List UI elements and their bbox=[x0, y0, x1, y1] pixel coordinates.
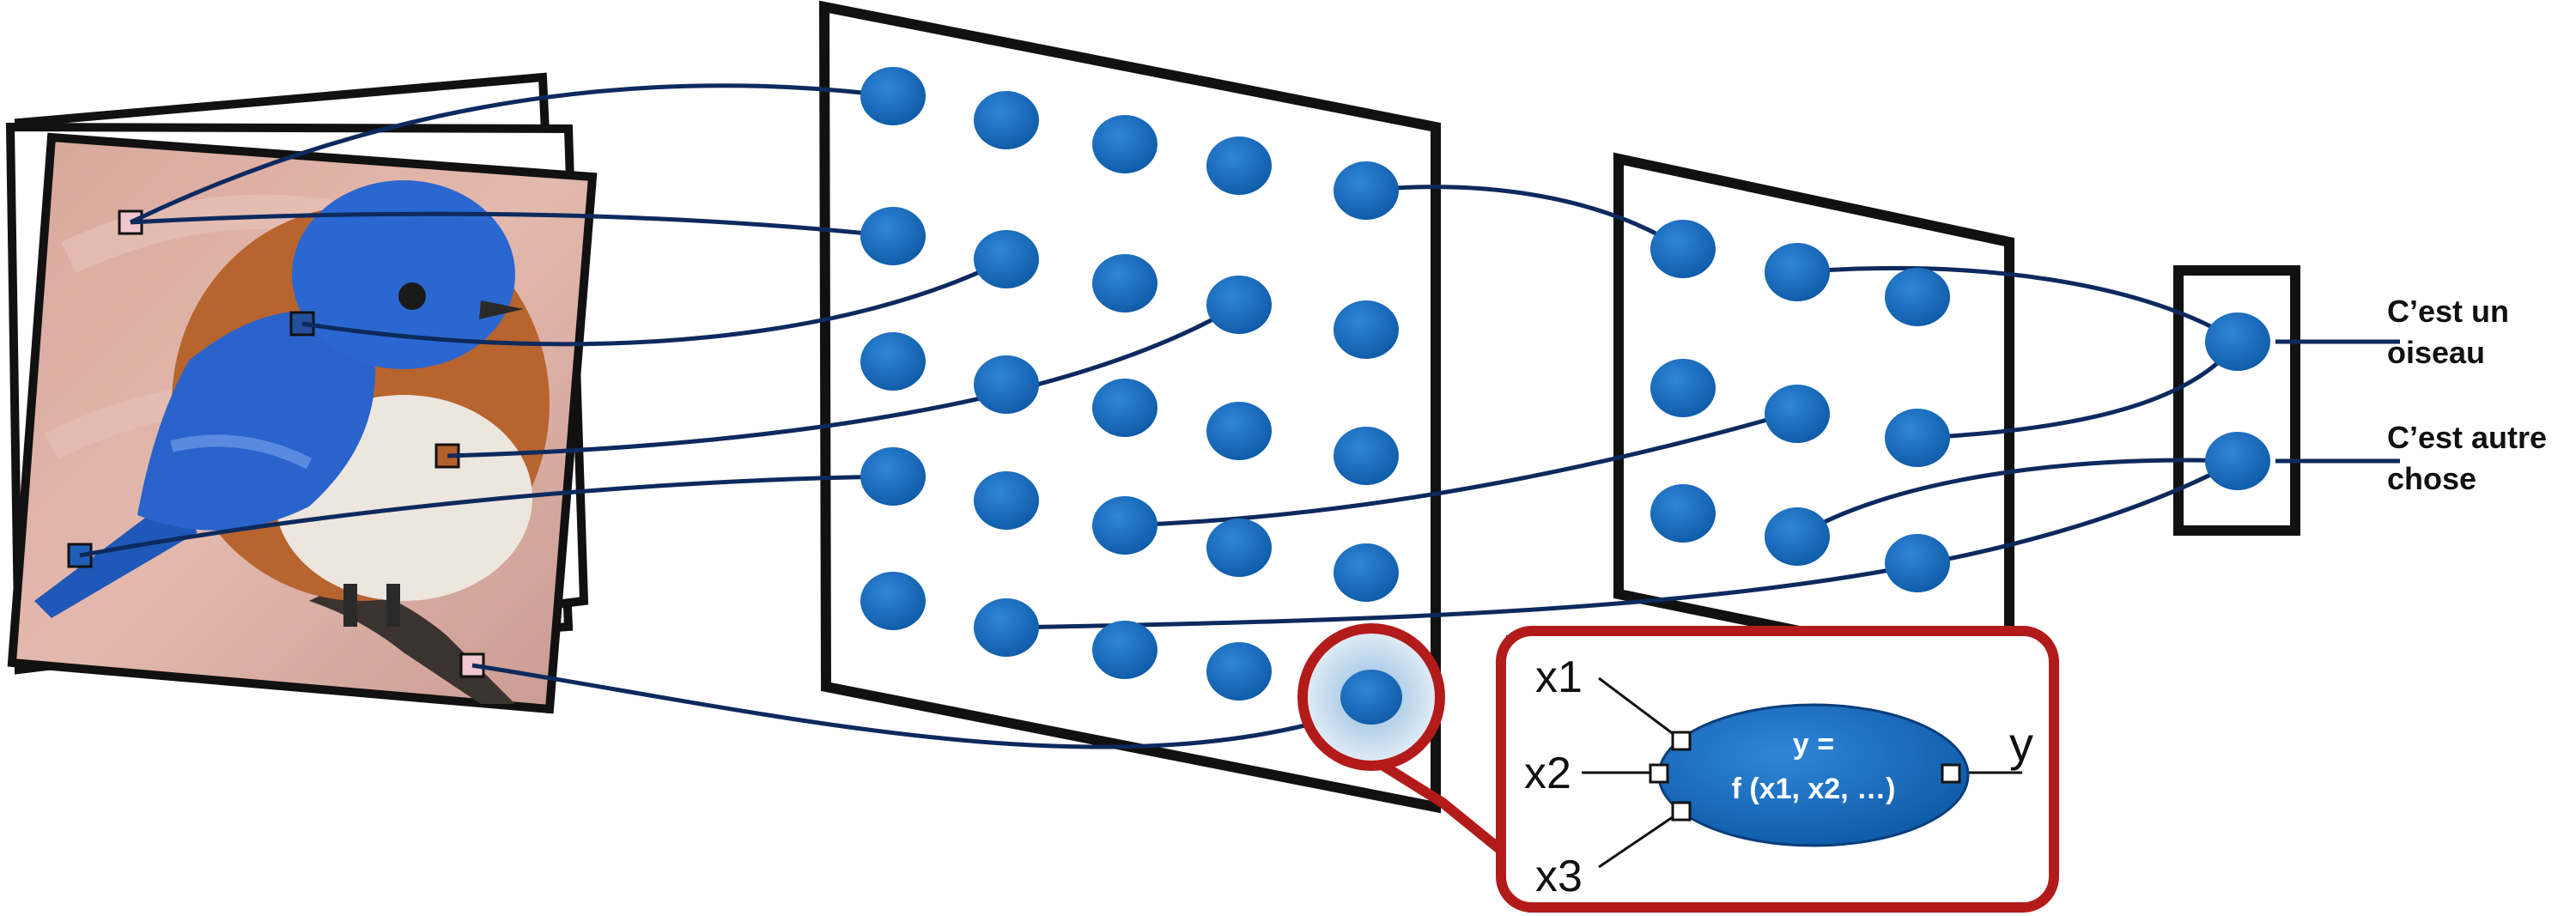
output-layer-frame bbox=[2173, 265, 2300, 536]
function-line-1: y = bbox=[1793, 728, 1834, 761]
neuron bbox=[974, 355, 1039, 414]
neuron bbox=[1885, 534, 1950, 592]
neuron bbox=[1334, 543, 1399, 602]
function-line-2: f (x1, x2, …) bbox=[1732, 773, 1896, 805]
neuron bbox=[1885, 409, 1950, 467]
neuron bbox=[1206, 519, 1272, 577]
neuron bbox=[974, 230, 1039, 288]
input-image-stack bbox=[5, 72, 598, 714]
neuron bbox=[1206, 276, 1272, 334]
layer-2-neurons bbox=[1650, 220, 1950, 592]
neuron bbox=[1334, 300, 1399, 359]
neuron bbox=[974, 471, 1039, 530]
neuron bbox=[1765, 507, 1830, 566]
neuron bbox=[860, 447, 926, 506]
layer-1-neurons bbox=[860, 67, 1399, 701]
neuron bbox=[1206, 642, 1272, 701]
output-neurons bbox=[2205, 312, 2270, 490]
input-x3: x3 bbox=[1535, 852, 1583, 901]
neuron bbox=[1650, 220, 1716, 278]
neuron bbox=[1206, 402, 1272, 460]
neuron bbox=[1334, 427, 1399, 485]
input-x2: x2 bbox=[1524, 749, 1571, 798]
input-port bbox=[1671, 731, 1692, 751]
neuron bbox=[860, 67, 926, 125]
neuron bbox=[1765, 385, 1830, 443]
output-port bbox=[1941, 763, 1961, 784]
zoomed-neuron bbox=[1340, 670, 1402, 725]
neuron bbox=[1650, 484, 1716, 543]
output-y: y bbox=[2009, 717, 2033, 771]
neuron bbox=[860, 572, 926, 630]
neuron-zoom-callout: x1 x2 x3 y y = f (x1, x2, …) bbox=[1297, 623, 2059, 913]
output-label-2-line2: chose bbox=[2387, 461, 2476, 496]
bird-photo bbox=[7, 132, 598, 714]
connections bbox=[79, 83, 2400, 749]
neuron bbox=[974, 91, 1039, 149]
neuron bbox=[1092, 496, 1157, 555]
neuron bbox=[1092, 115, 1157, 173]
neuron bbox=[974, 598, 1039, 657]
output-labels: C’est un oiseau C’est autre chose bbox=[2387, 294, 2547, 496]
neuron bbox=[1206, 136, 1272, 195]
neuron bbox=[1092, 379, 1157, 437]
neuron bbox=[860, 332, 926, 391]
neuron bbox=[1092, 621, 1157, 679]
neuron bbox=[1765, 243, 1830, 301]
neuron bbox=[860, 207, 926, 265]
neuron bbox=[1650, 359, 1716, 417]
neuron bbox=[1334, 161, 1399, 220]
neuron bbox=[1092, 254, 1157, 312]
output-label-2-line1: C’est autre bbox=[2387, 420, 2547, 455]
input-x1: x1 bbox=[1535, 652, 1583, 702]
output-label-1-line2: oiseau bbox=[2387, 335, 2485, 370]
input-port bbox=[1649, 763, 1669, 784]
input-port bbox=[1671, 801, 1692, 822]
neuron bbox=[1885, 268, 1950, 326]
output-neuron-bird bbox=[2205, 312, 2270, 371]
output-label-1-line1: C’est un bbox=[2387, 294, 2509, 329]
output-neuron-other bbox=[2205, 432, 2270, 490]
